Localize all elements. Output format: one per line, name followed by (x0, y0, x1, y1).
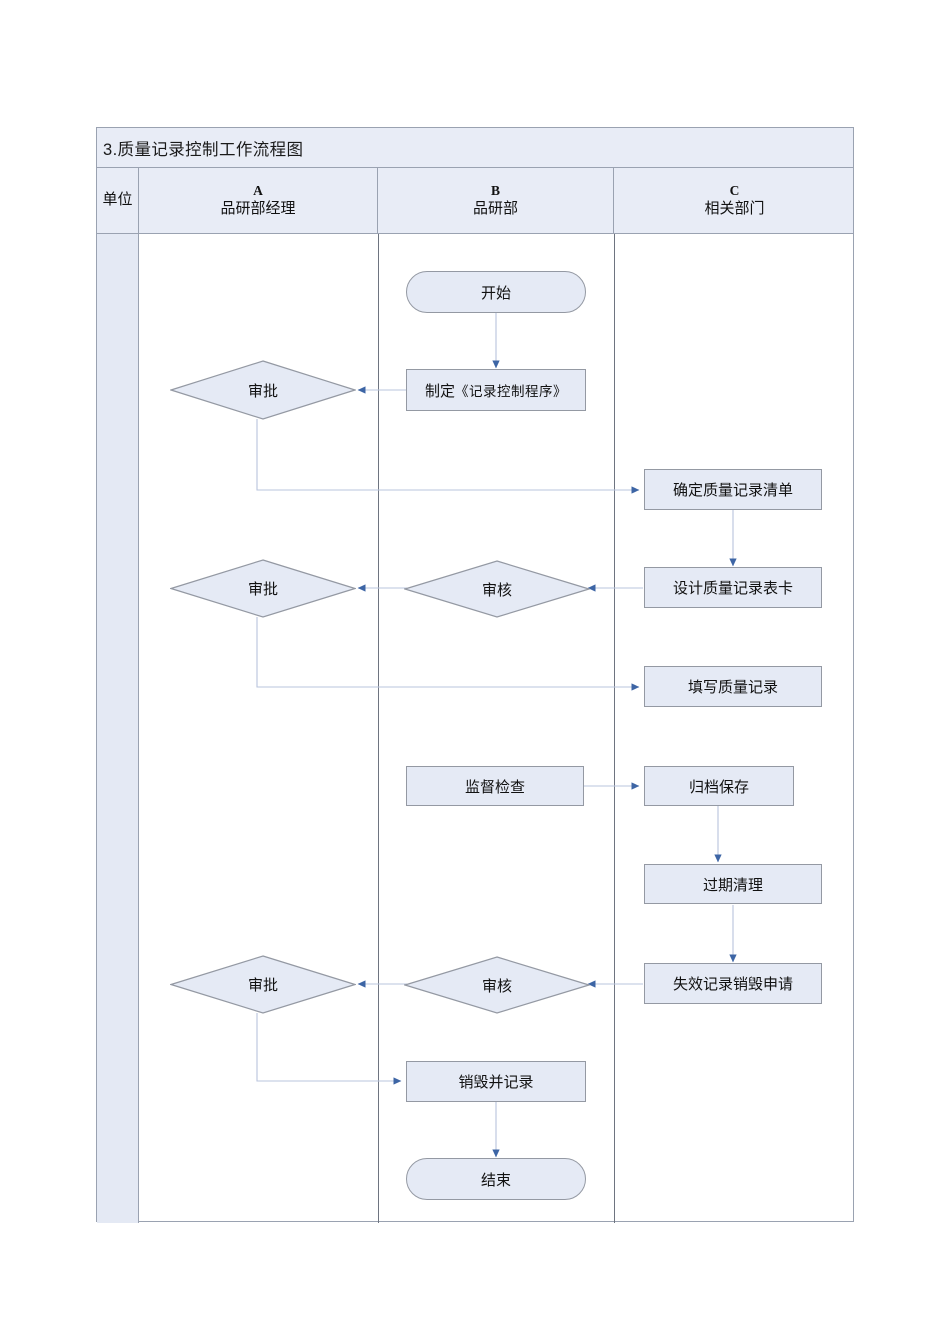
node-archive-label: 归档保存 (688, 778, 749, 796)
node-end-label: 结束 (480, 1171, 511, 1189)
node-approve-1-label: 审批 (247, 382, 278, 400)
lane-header-b-code: B (490, 183, 500, 199)
lane-header-a-code: A (253, 183, 263, 199)
node-archive[interactable]: 归档保存 (644, 766, 794, 806)
node-end[interactable]: 结束 (406, 1158, 586, 1200)
node-start-label: 开始 (480, 284, 511, 302)
node-supervise-label: 监督检查 (464, 778, 525, 796)
diamond-shape-icon (404, 560, 590, 618)
lane-column-unit (97, 234, 139, 1223)
node-approve-3[interactable]: 审批 (170, 955, 356, 1014)
page-title: 3.质量记录控制工作流程图 (103, 140, 304, 159)
lane-divider-a-b (378, 234, 379, 1223)
node-make-procedure-label-main: 制定 (424, 382, 455, 400)
node-fill-record[interactable]: 填写质量记录 (644, 666, 822, 707)
flowchart-title-row: 3.质量记录控制工作流程图 (97, 128, 853, 168)
node-make-procedure-label-quoted: 《记录控制程序》 (455, 383, 567, 399)
node-approve-2-label: 审批 (247, 581, 278, 598)
node-review-1-label: 审核 (481, 581, 512, 599)
node-record-list[interactable]: 确定质量记录清单 (644, 469, 822, 510)
lane-header-c-code: C (729, 183, 740, 199)
lane-header-b: B 品研部 (378, 168, 614, 233)
node-review-2[interactable]: 审核 (404, 956, 590, 1014)
node-review-1[interactable]: 审核 (404, 560, 590, 618)
node-record-list-label: 确定质量记录清单 (672, 482, 793, 499)
node-design-card[interactable]: 设计质量记录表卡 (644, 567, 822, 608)
node-supervise[interactable]: 监督检查 (406, 766, 584, 806)
lane-header-c-label: 相关部门 (704, 199, 765, 217)
node-expire[interactable]: 过期清理 (644, 864, 822, 904)
node-make-procedure[interactable]: 制定《记录控制程序》 (406, 369, 586, 411)
node-destroy-request[interactable]: 失效记录销毁申请 (644, 963, 822, 1004)
node-approve-1[interactable]: 审批 (170, 360, 356, 420)
lane-header-a: A 品研部经理 (139, 168, 378, 233)
node-approve-2[interactable]: 审批 (170, 559, 356, 618)
lane-header-b-label: 品研部 (472, 199, 518, 217)
node-design-card-label: 设计质量记录表卡 (672, 580, 793, 597)
node-destroy-request-label: 失效记录销毁申请 (672, 976, 793, 993)
lane-header-a-label: 品研部经理 (220, 199, 296, 217)
lane-header-unit: 单位 (97, 168, 139, 233)
node-destroy-log[interactable]: 销毁并记录 (406, 1061, 586, 1102)
diamond-shape-icon (170, 360, 356, 420)
diamond-shape-icon (170, 955, 356, 1014)
lane-header-row: 单位 A 品研部经理 B 品研部 C 相关部门 (97, 168, 853, 234)
lane-body-area (97, 234, 853, 1223)
node-start[interactable]: 开始 (406, 271, 586, 313)
diamond-shape-icon (404, 956, 590, 1014)
lane-header-c: C 相关部门 (614, 168, 855, 233)
lane-header-unit-label: 单位 (102, 191, 133, 209)
node-destroy-log-label: 销毁并记录 (458, 1074, 534, 1091)
lane-divider-b-c (614, 234, 615, 1223)
node-make-procedure-label: 制定《记录控制程序》 (425, 380, 567, 401)
node-review-2-label: 审核 (481, 977, 512, 995)
node-approve-3-label: 审批 (247, 977, 278, 994)
node-expire-label: 过期清理 (702, 876, 763, 894)
diamond-shape-icon (170, 559, 356, 618)
node-fill-record-label: 填写质量记录 (687, 679, 778, 696)
